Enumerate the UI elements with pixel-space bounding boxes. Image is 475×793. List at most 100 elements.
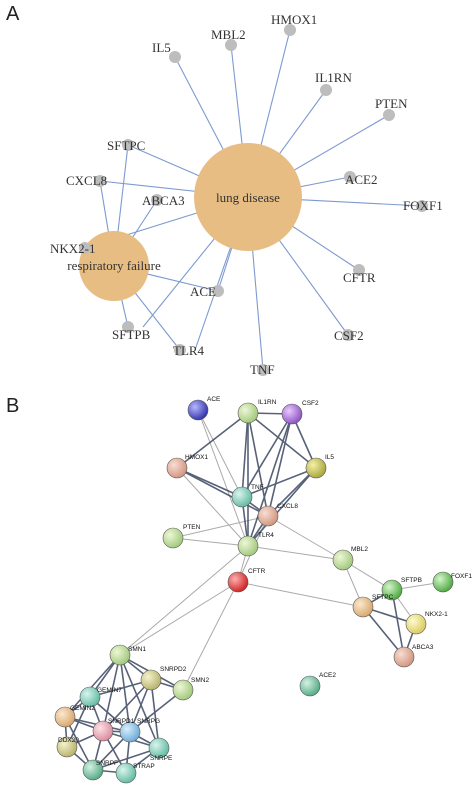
label-b-ddx20: DDX20 <box>58 737 79 744</box>
label-a-il5: IL5 <box>152 40 171 55</box>
respiratory-failure-node <box>79 231 149 301</box>
panel-b-label: B <box>6 395 19 417</box>
node-b-smn2 <box>172 679 194 701</box>
node-b-smn1 <box>109 644 131 666</box>
label-b-ace: ACE <box>207 396 221 403</box>
panel-b-labels: ACE IL1RN CSF2 HMOX1 IL5 TNF CXCL8 PTEN … <box>58 396 472 770</box>
node-b-snrpd2 <box>140 669 162 691</box>
label-b-csf2: CSF2 <box>302 400 319 407</box>
label-a-il1rn: IL1RN <box>315 70 352 85</box>
panel-a-label: A <box>6 3 20 25</box>
label-a-cftr: CFTR <box>343 270 376 285</box>
label-b-sftpc: SFTPC <box>372 594 394 601</box>
node-b-ace2 <box>299 675 321 697</box>
node-b-il1rn <box>237 402 259 424</box>
label-b-smn1: SMN1 <box>128 646 146 653</box>
respiratory-failure-label: respiratory failure <box>67 258 161 273</box>
node-a-abca3 <box>151 194 163 206</box>
label-a-pten: PTEN <box>375 96 408 111</box>
label-b-strap: STRAP <box>133 763 155 770</box>
node-a-csf2 <box>342 329 354 341</box>
node-b-tnf <box>231 486 253 508</box>
label-a-nkx21: NKX2-1 <box>50 241 96 256</box>
panel-a-gene-labels: HMOX1 MBL2 IL5 IL1RN PTEN ACE2 FOXF1 CFT… <box>50 12 443 377</box>
node-a-sftpc <box>122 139 134 151</box>
label-b-tnf: TNF <box>251 484 264 491</box>
label-a-sftpc: SFTPC <box>107 138 145 153</box>
label-b-snrpd2: SNRPD2 <box>160 666 187 673</box>
node-a-foxf1 <box>416 200 428 212</box>
label-b-snrpf: SNRPF <box>96 760 118 767</box>
node-a-tnf <box>257 364 269 376</box>
label-b-cftr: CFTR <box>248 568 266 575</box>
node-b-foxf1 <box>432 571 454 593</box>
node-a-il5 <box>169 51 181 63</box>
label-a-hmox1: HMOX1 <box>271 12 317 27</box>
node-b-pten <box>162 527 184 549</box>
label-a-mbl2: MBL2 <box>211 27 246 42</box>
label-a-foxf1: FOXF1 <box>403 198 443 213</box>
label-b-pten: PTEN <box>183 524 201 531</box>
node-b-gemin2 <box>54 706 76 728</box>
lung-disease-label: lung disease <box>216 190 280 205</box>
label-b-gemin2: GEMIN2 <box>70 705 95 712</box>
node-a-ace2 <box>344 171 356 183</box>
label-b-il1rn: IL1RN <box>258 399 277 406</box>
node-a-nkx21 <box>79 242 91 254</box>
label-a-tnf: TNF <box>250 362 275 377</box>
node-b-nkx21 <box>405 613 427 635</box>
node-b-abca3 <box>393 646 415 668</box>
node-b-strap <box>115 762 137 784</box>
label-b-abca3: ABCA3 <box>412 644 434 651</box>
node-b-ddx20 <box>56 736 78 758</box>
label-a-tlr4: TLR4 <box>173 343 205 358</box>
node-a-mbl2 <box>225 39 237 51</box>
panel-b-edges-light <box>119 409 444 691</box>
label-a-abca3: ABCA3 <box>142 193 185 208</box>
label-b-nkx21: NKX2-1 <box>425 611 448 618</box>
node-b-il5 <box>305 457 327 479</box>
node-b-snrpf <box>82 759 104 781</box>
panel-b-nodes <box>54 399 454 784</box>
node-b-tlr4 <box>237 535 259 557</box>
node-b-snrpe <box>148 737 170 759</box>
label-b-snrpe: SNRPE <box>150 755 173 762</box>
label-a-cxcl8: CXCL8 <box>66 173 107 188</box>
label-b-foxf1: FOXF1 <box>451 573 472 580</box>
label-b-snrpg: SNRPG <box>137 718 160 725</box>
label-b-mbl2: MBL2 <box>351 546 368 553</box>
node-a-il1rn <box>320 84 332 96</box>
label-a-csf2: CSF2 <box>334 328 364 343</box>
label-b-hmox1: HMOX1 <box>185 454 209 461</box>
node-b-cftr <box>227 571 249 593</box>
node-a-cxcl8 <box>94 175 106 187</box>
label-b-tlr4: TLR4 <box>258 532 274 539</box>
node-a-cftr <box>353 264 365 276</box>
node-a-hmox1 <box>284 24 296 36</box>
label-b-ace2: ACE2 <box>319 672 336 679</box>
node-a-sftpb <box>122 321 134 333</box>
label-b-gemin7: GEMIN7 <box>97 687 122 694</box>
label-b-sftpb: SFTPB <box>401 577 422 584</box>
label-a-ace: ACE <box>190 284 216 299</box>
label-b-smn2: SMN2 <box>191 677 209 684</box>
node-a-pten <box>383 109 395 121</box>
node-b-gemin7 <box>79 686 101 708</box>
label-b-il5: IL5 <box>325 454 334 461</box>
node-b-sftpc <box>352 596 374 618</box>
node-b-ace <box>187 399 209 421</box>
node-b-hmox1 <box>166 457 188 479</box>
panel-a-gene-nodes <box>79 24 428 376</box>
node-b-snrpg <box>119 721 141 743</box>
node-a-tlr4 <box>174 344 186 356</box>
node-b-mbl2 <box>332 549 354 571</box>
node-b-sftpb <box>381 579 403 601</box>
label-a-ace2: ACE2 <box>345 172 378 187</box>
node-a-ace <box>212 285 224 297</box>
lung-disease-node <box>194 143 302 251</box>
label-a-sftpb: SFTPB <box>112 327 151 342</box>
node-b-csf2 <box>281 403 303 425</box>
node-b-cxcl8 <box>257 505 279 527</box>
node-b-snrpd1 <box>92 720 114 742</box>
